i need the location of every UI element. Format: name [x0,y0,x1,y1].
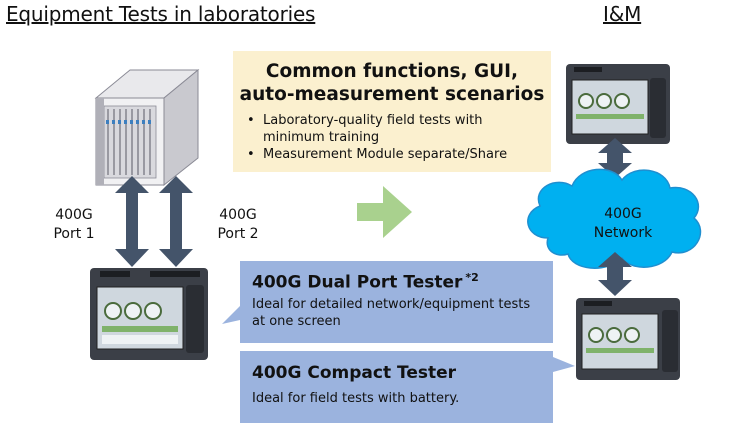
compact-tester-title: 400G Compact Tester [252,363,457,383]
compact-tester-callout: 400G Compact Tester Ideal for field test… [240,351,553,423]
common-features-box: Common functions, GUI, auto-measurement … [233,51,551,172]
flow-arrow [357,186,412,238]
dual-tester-callout: 400G Dual Port Tester*2 Ideal for detail… [240,261,553,343]
port1-speed: 400G [55,207,93,223]
port1-connector-arrow [115,176,149,267]
port2-label: 400G Port 2 [208,206,268,244]
features-bullet: Laboratory-quality field tests with mini… [245,112,547,146]
lab-tests-heading: Equipment Tests in laboratories [6,2,316,26]
compact-tester-description: Ideal for field tests with battery. [252,391,460,406]
network-name: Network [593,225,653,241]
port1-name: Port 1 [53,226,95,242]
lab-chassis-illustration [94,68,200,187]
features-bullet-list: Laboratory-quality field tests with mini… [245,112,547,163]
port1-label: 400G Port 1 [44,206,104,244]
compact-tester-illustration [576,298,680,380]
dual-tester-callout-pointer [222,306,240,324]
features-bullet: Measurement Module separate/Share [245,146,547,163]
dual-tester-title: 400G Dual Port Tester*2 [252,271,479,293]
port2-speed: 400G [219,207,257,223]
features-title-line2: auto-measurement scenarios [239,84,545,105]
network-label: 400G Network [583,205,663,243]
port2-name: Port 2 [217,226,259,242]
top-tester-link-arrow [598,138,632,178]
compact-tester-callout-pointer [553,357,575,372]
dual-port-tester-illustration [90,268,208,360]
features-title-line1: Common functions, GUI, [265,61,519,82]
bottom-tester-link-arrow [598,252,632,296]
dual-tester-title-text: 400G Dual Port Tester [252,272,463,293]
port2-connector-arrow [159,176,193,267]
dual-tester-description: Ideal for detailed network/equipment tes… [252,297,531,329]
dual-tester-footnote-mark: *2 [465,271,479,284]
im-heading: I&M [603,2,642,26]
network-cloud-icon [527,168,702,269]
network-speed: 400G [604,206,642,222]
field-tester-top-illustration [566,64,670,144]
